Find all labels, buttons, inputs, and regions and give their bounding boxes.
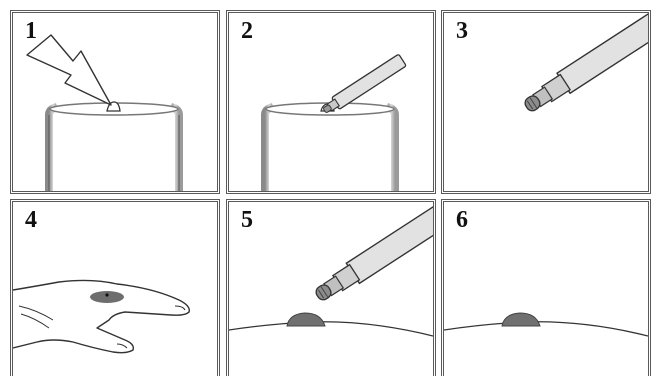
step-number: 3 xyxy=(456,19,468,43)
step-number: 4 xyxy=(25,208,37,232)
panel-1: 1 xyxy=(10,10,220,194)
panel-2: 2 xyxy=(226,10,436,194)
panel-5: 5 xyxy=(226,199,436,376)
panel-4: 4 xyxy=(10,199,220,376)
step-number: 5 xyxy=(241,208,253,232)
arrow-pointing-at-drop-on-jar-icon xyxy=(13,13,217,191)
applicator-over-skin-lesion-icon xyxy=(229,202,433,376)
step-number: 6 xyxy=(456,208,468,232)
skin-lesion-after-application-icon xyxy=(444,202,648,376)
hand-with-marked-spot-icon xyxy=(13,202,217,376)
applicator-with-loaded-tip-icon xyxy=(444,13,648,191)
panel-6: 6 xyxy=(441,199,651,376)
step-number: 2 xyxy=(241,19,253,43)
applicator-touching-drop-on-jar-icon xyxy=(229,13,433,191)
step-number: 1 xyxy=(25,19,37,43)
panel-3: 3 xyxy=(441,10,651,194)
